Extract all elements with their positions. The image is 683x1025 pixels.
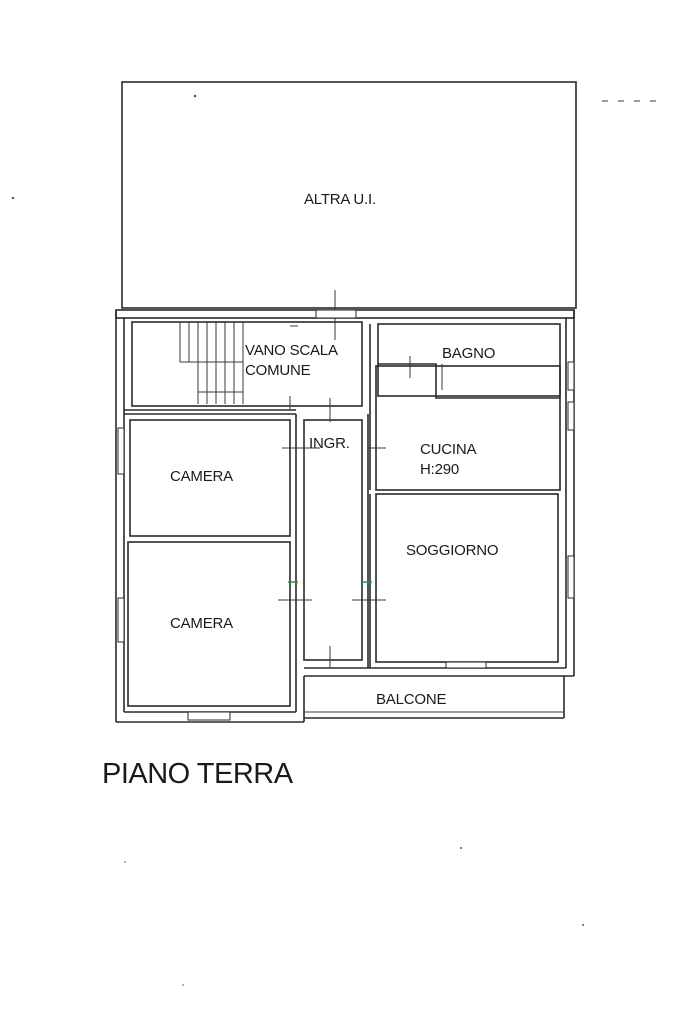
label-bedroom-upper: CAMERA bbox=[170, 468, 233, 485]
label-stairwell-line2: COMUNE bbox=[245, 362, 311, 379]
label-kitchen: CUCINA bbox=[420, 441, 476, 458]
label-living-room: SOGGIORNO bbox=[406, 542, 498, 559]
label-bedroom-lower: CAMERA bbox=[170, 615, 233, 632]
label-kitchen-height: H:290 bbox=[420, 461, 459, 478]
label-balcony: BALCONE bbox=[376, 691, 446, 708]
kitchen bbox=[369, 324, 561, 491]
label-stairwell-line1: VANO SCALA bbox=[245, 342, 338, 359]
label-bathroom: BAGNO bbox=[442, 345, 495, 362]
stairwell bbox=[124, 290, 363, 415]
floor-title: PIANO TERRA bbox=[102, 758, 293, 790]
balcony-outline bbox=[304, 676, 565, 719]
bathroom bbox=[377, 323, 561, 399]
bedroom-lower bbox=[127, 541, 291, 707]
living-room bbox=[369, 493, 559, 668]
label-other-unit: ALTRA U.I. bbox=[304, 191, 376, 208]
windows bbox=[117, 309, 575, 721]
other-unit-block bbox=[121, 81, 665, 309]
scan-specks bbox=[11, 94, 584, 986]
bedroom-upper bbox=[129, 419, 291, 537]
entrance-corridor bbox=[278, 398, 386, 680]
label-entrance: INGR. bbox=[309, 435, 350, 452]
